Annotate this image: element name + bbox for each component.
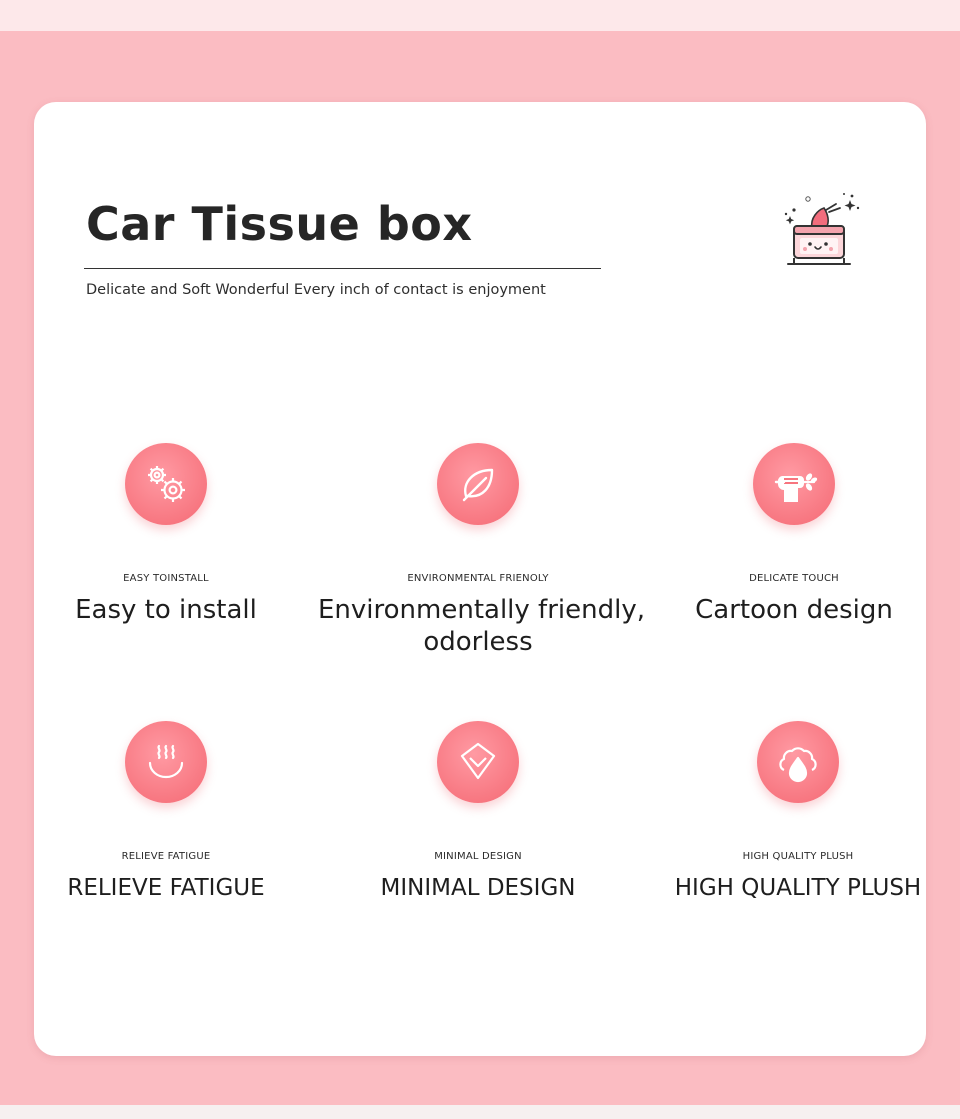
feature-caption: EASY TOINSTALL bbox=[123, 573, 209, 584]
feature-high-quality-plush: HIGH QUALITY PLUSH HIGH QUALITY PLUSH bbox=[638, 721, 958, 904]
feature-headline-line1: Environmentally friendly, bbox=[318, 595, 645, 625]
fist-flower-icon bbox=[753, 443, 835, 525]
feature-headline: HIGH QUALITY PLUSH bbox=[674, 875, 922, 901]
feature-headline: RELIEVE FATIGUE bbox=[67, 875, 265, 901]
diamond-icon bbox=[437, 721, 519, 803]
feature-eco-friendly: ENVIRONMENTAL FRIENOLY Environmentally f… bbox=[318, 443, 645, 658]
feature-caption: RELIEVE FATIGUE bbox=[121, 851, 211, 862]
tissue-box-mascot-icon bbox=[784, 193, 860, 265]
feature-headline-line2: odorless bbox=[423, 627, 533, 657]
page-title: Car Tissue box bbox=[86, 197, 473, 251]
title-underline bbox=[84, 268, 601, 269]
feature-relieve-fatigue: RELIEVE FATIGUE RELIEVE FATIGUE bbox=[6, 721, 326, 904]
cloud-drop-icon bbox=[757, 721, 839, 803]
feature-caption: DELICATE TOUCH bbox=[749, 573, 839, 584]
leaf-icon bbox=[437, 443, 519, 525]
bottom-strip bbox=[0, 1105, 960, 1119]
feature-caption: MINIMAL DESIGN bbox=[434, 851, 522, 862]
feature-headline: Easy to install bbox=[75, 595, 257, 625]
feature-delicate-touch: DELICATE TOUCH Cartoon design bbox=[634, 443, 954, 626]
page-subtitle: Delicate and Soft Wonderful Every inch o… bbox=[86, 282, 546, 298]
gears-icon bbox=[125, 443, 207, 525]
feature-caption: ENVIRONMENTAL FRIENOLY bbox=[407, 573, 549, 584]
content-card bbox=[34, 102, 926, 1056]
feature-caption: HIGH QUALITY PLUSH bbox=[742, 851, 854, 862]
feature-minimal-design: MINIMAL DESIGN MINIMAL DESIGN bbox=[318, 721, 638, 904]
feature-easy-install: EASY TOINSTALL Easy to install bbox=[6, 443, 326, 626]
feature-headline: Cartoon design bbox=[695, 595, 893, 625]
feature-headline: MINIMAL DESIGN bbox=[380, 875, 576, 901]
steam-bowl-icon bbox=[125, 721, 207, 803]
